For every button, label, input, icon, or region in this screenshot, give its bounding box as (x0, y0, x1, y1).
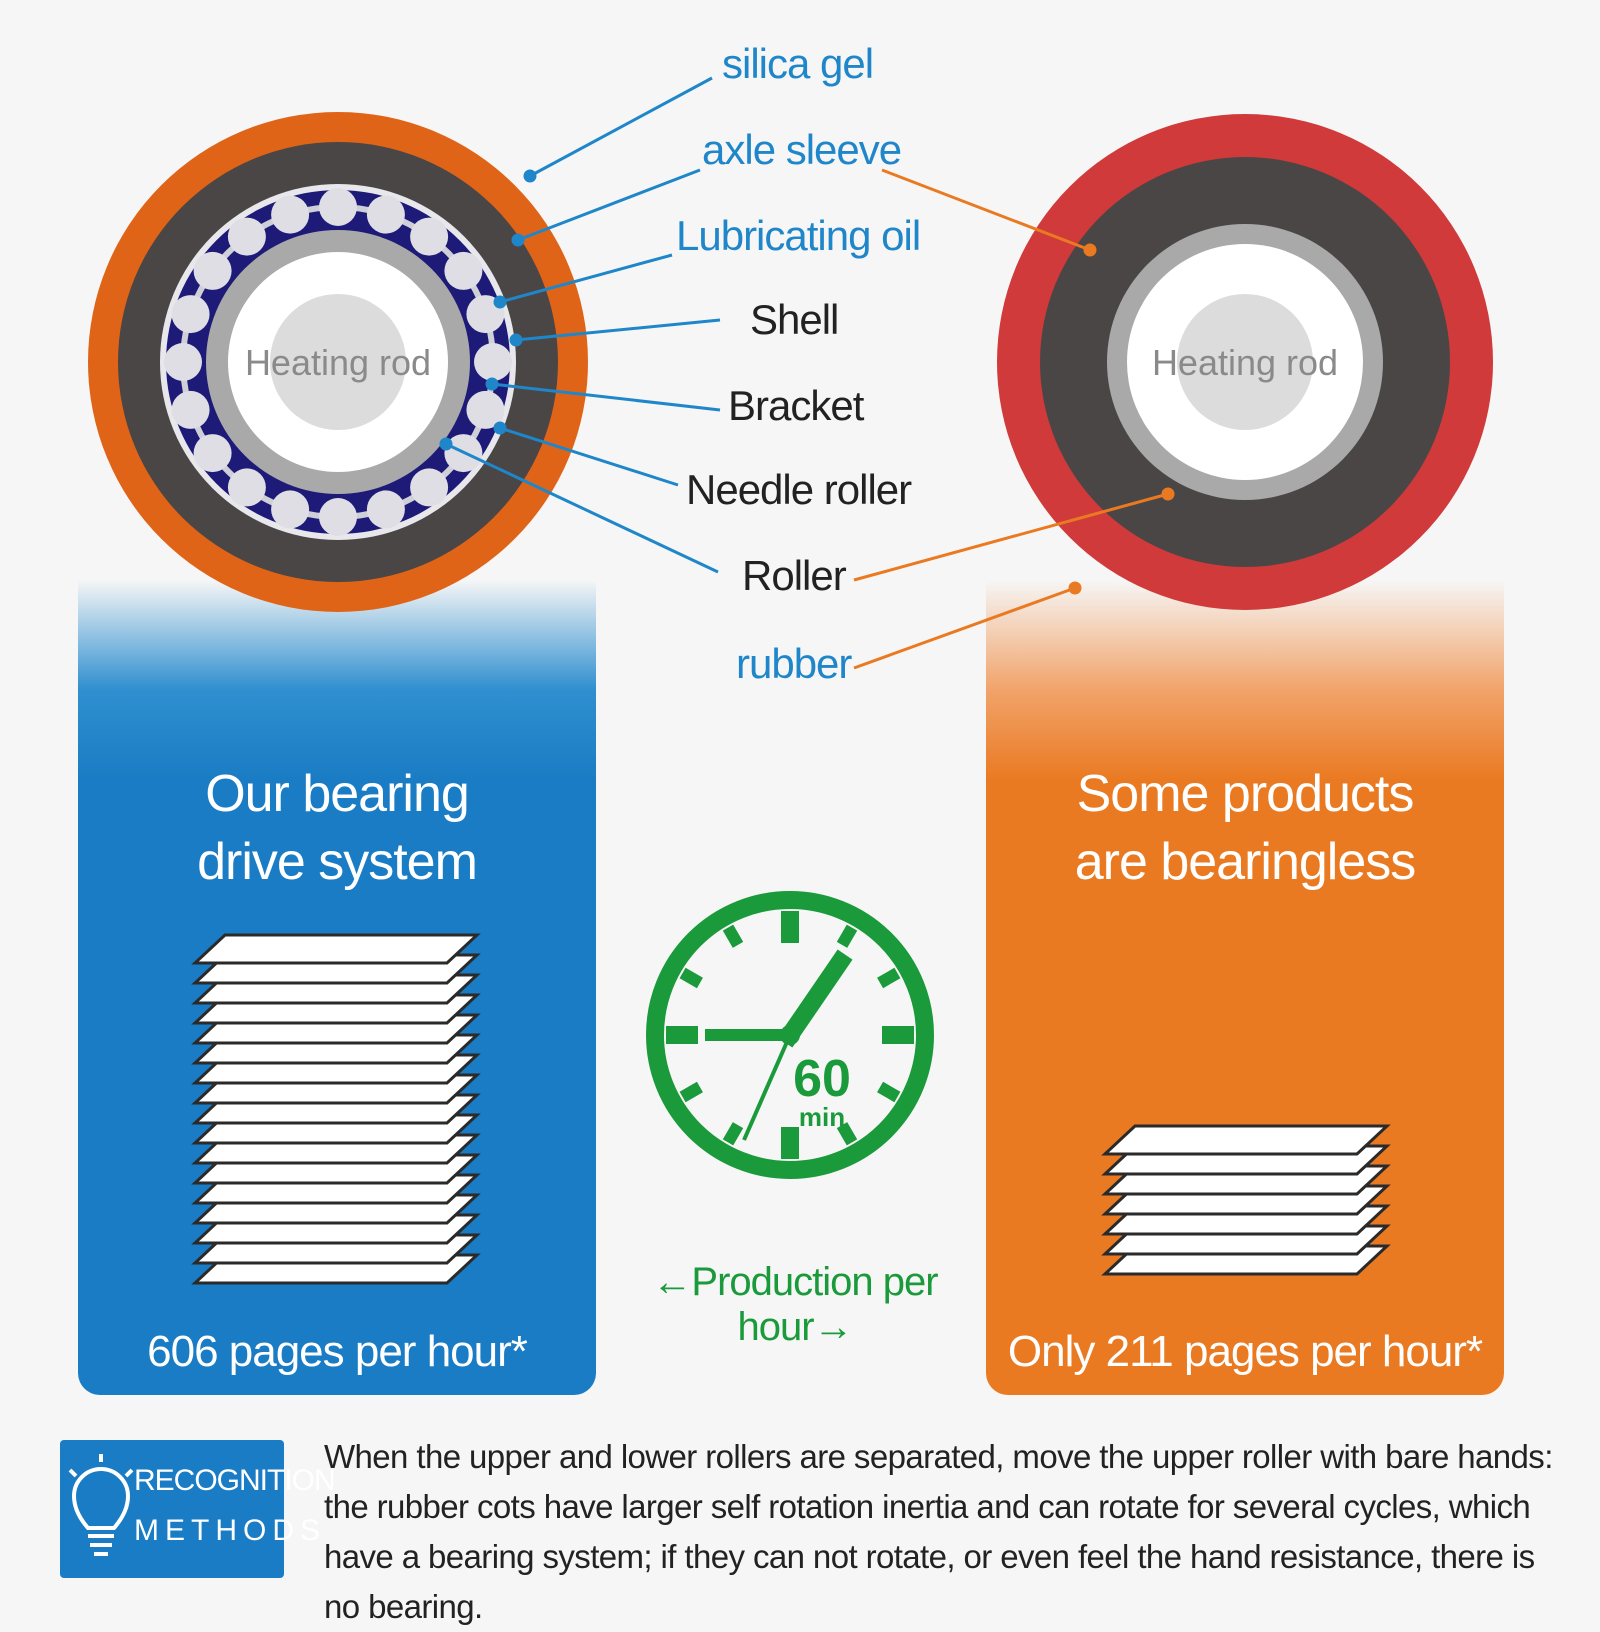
needle-roller-ball (171, 295, 210, 334)
needle-roller-ball (444, 251, 483, 290)
needle-roller-ball (466, 390, 505, 429)
clock-hour-hand (777, 949, 853, 1048)
needle-roller-ball (171, 390, 210, 429)
needle-roller-ball (227, 468, 266, 507)
needle-roller-ball (193, 251, 232, 290)
label-needle-roller: Needle roller (686, 466, 912, 513)
left-paper-stack (191, 933, 481, 1285)
bearing-system-title: Our bearing drive system (78, 760, 596, 896)
needle-roller-ball (227, 217, 266, 256)
needle-roller-ball (271, 195, 310, 234)
label-axle-sleeve: axle sleeve (702, 126, 902, 173)
label-lubricating-oil: Lubricating oil (676, 212, 921, 259)
badge-line2: METHODS (134, 1514, 326, 1547)
production-per-hour-label: ←Production per hour→ (652, 1260, 938, 1349)
right-leader-lines (853, 168, 1175, 670)
clock-tick (722, 1122, 744, 1146)
paper-sheet (1101, 1124, 1391, 1156)
needle-roller-ball (193, 434, 232, 473)
left-roller-cross-section: Heating rod (88, 112, 588, 612)
label-bracket: Bracket (728, 382, 864, 429)
recognition-methods-badge: RECOGNITION METHODS (60, 1440, 336, 1578)
bearingless-pages-count: Only 211 pages per hour* (1007, 1327, 1483, 1376)
clock-tick (877, 1081, 901, 1103)
label-rubber: rubber (736, 640, 852, 687)
bearing-pages-count: 606 pages per hour* (147, 1327, 528, 1376)
needle-roller-ball (410, 217, 449, 256)
heating-rod-core (270, 294, 406, 430)
left-heating-rod-label: Heating rod (245, 342, 431, 383)
clock-tick (679, 1081, 703, 1103)
right-heating-rod-core (1177, 294, 1313, 430)
bearing-title-line2: drive system (197, 833, 478, 891)
needle-roller-ball (164, 343, 202, 381)
clock-tick (836, 1122, 858, 1146)
needle-roller-ball (410, 468, 449, 507)
needle-roller-ball (319, 498, 357, 536)
needle-roller-ball (271, 490, 310, 529)
label-shell: Shell (750, 296, 839, 343)
right-paper-stack (1101, 1124, 1391, 1276)
needle-roller-ball (474, 343, 512, 381)
clock-tick (877, 967, 901, 989)
paper-sheet (191, 933, 481, 965)
clock-value: 60 (793, 1050, 851, 1108)
needle-roller-ball (366, 490, 405, 529)
left-leader-lines (439, 76, 721, 574)
bearingless-title-line2: are bearingless (1074, 833, 1417, 891)
clock-unit: min (799, 1102, 845, 1132)
bearingless-title: Some products are bearingless (986, 760, 1504, 896)
badge-line1: RECOGNITION (134, 1464, 336, 1497)
right-heating-rod-label: Heating rod (1152, 342, 1338, 383)
needle-roller-ball (319, 188, 357, 226)
bearing-title-line1: Our bearing (205, 765, 470, 823)
right-roller-cross-section: Heating rod (997, 114, 1493, 610)
bearingless-title-line1: Some products (1076, 765, 1415, 823)
label-silica-gel: silica gel (722, 40, 874, 87)
clock-icon: 60 min (646, 891, 934, 1179)
clock-tick (836, 924, 858, 948)
clock-second-hand (742, 1034, 792, 1141)
lightbulb-icon (68, 1454, 134, 1556)
recognition-methods-text: When the upper and lower rollers are sep… (324, 1438, 1553, 1625)
needle-roller-ball (366, 195, 405, 234)
clock-tick (722, 924, 744, 948)
needle-rollers (164, 188, 512, 536)
label-roller: Roller (742, 552, 847, 599)
clock-tick (679, 967, 703, 989)
